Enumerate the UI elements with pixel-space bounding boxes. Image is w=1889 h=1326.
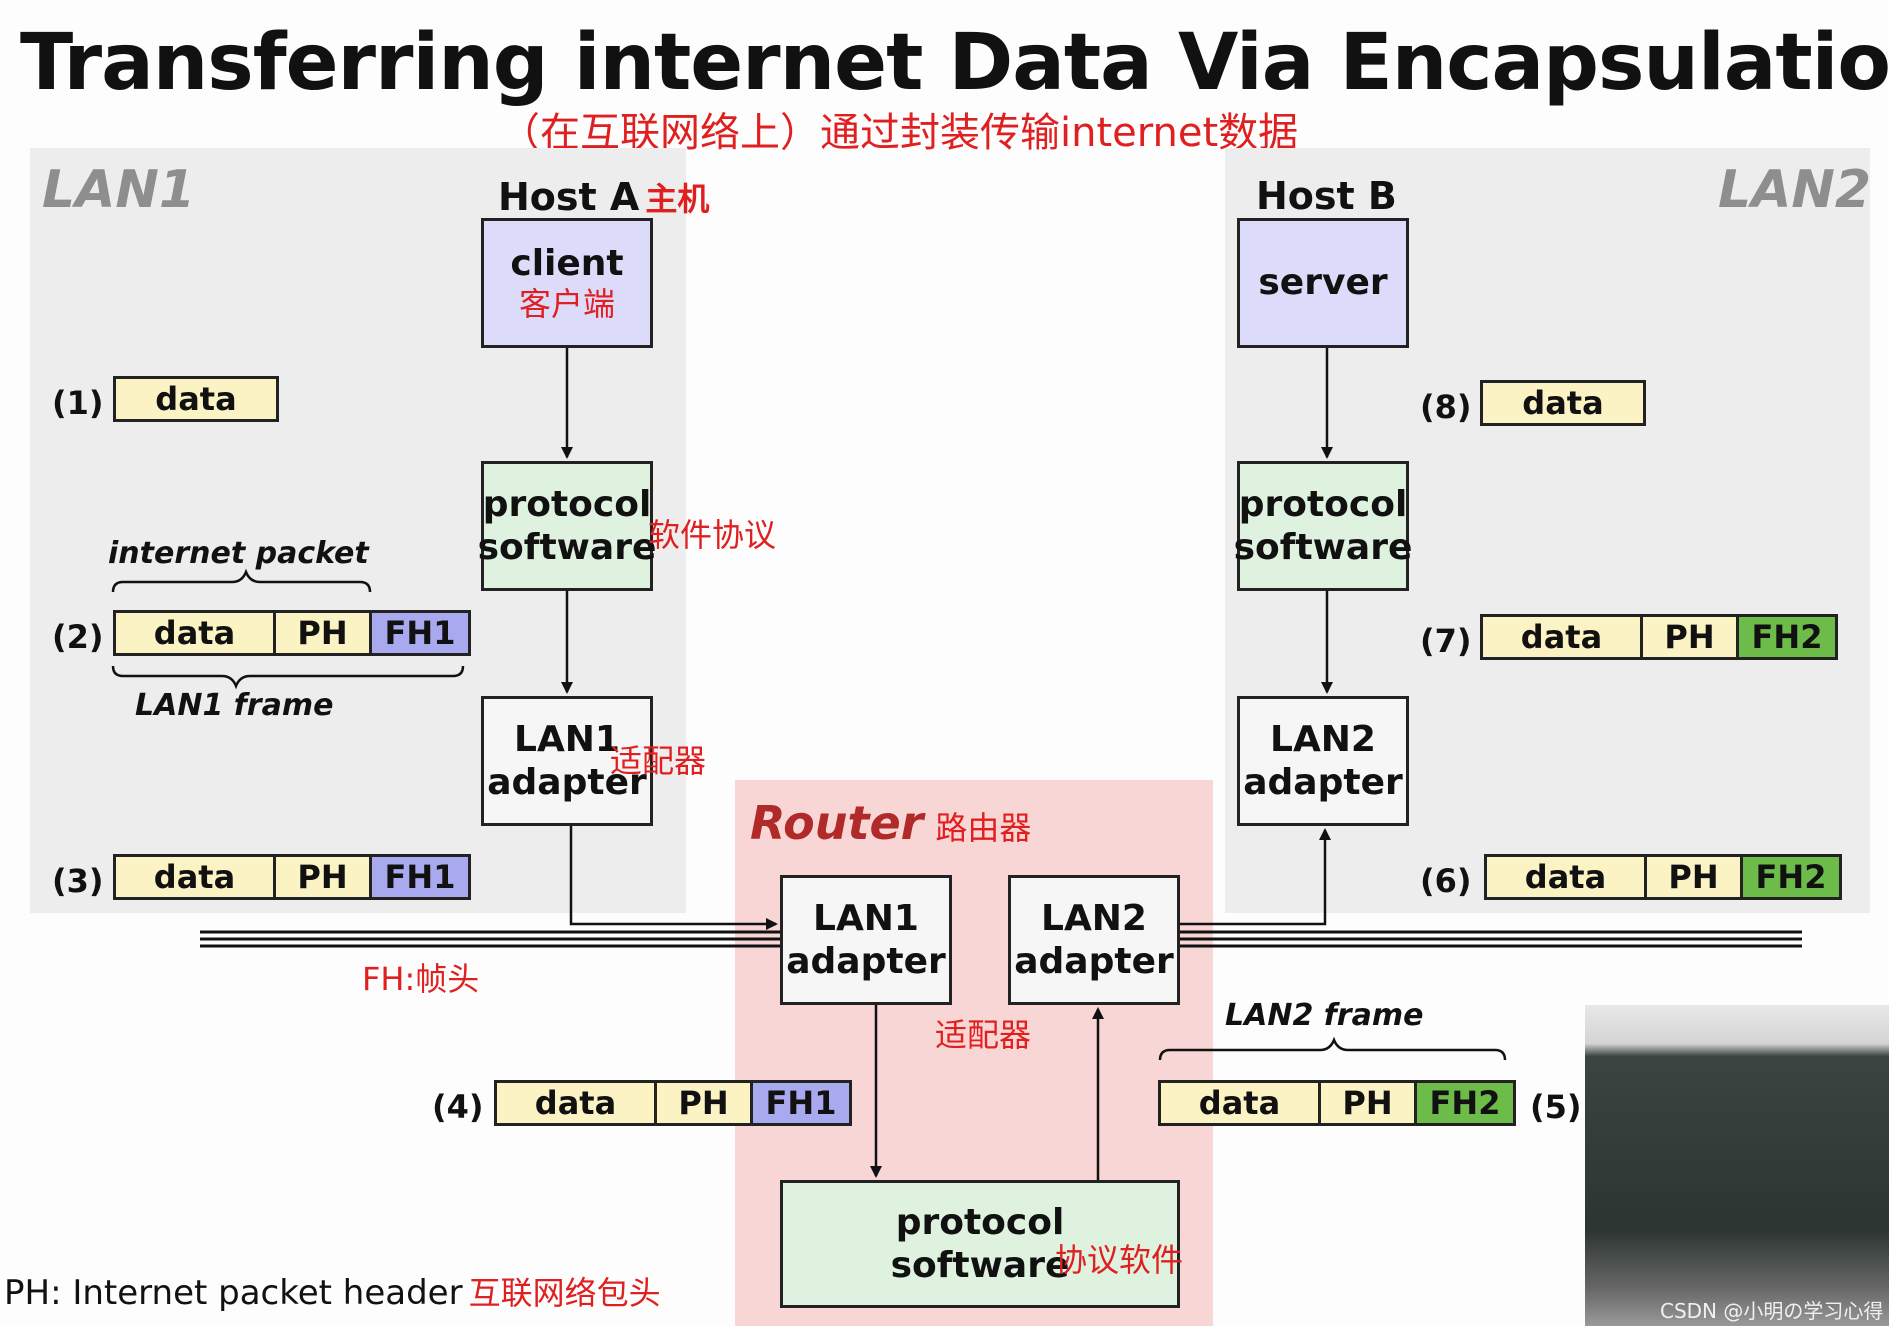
segment-ph: PH <box>1321 1083 1417 1123</box>
router-lan1-adapter: LAN1 adapter <box>780 875 952 1005</box>
segment-fh2: FH2 <box>1743 857 1839 897</box>
packet-step-8: data <box>1480 380 1646 426</box>
router-protocol-software: protocol software <box>780 1180 1180 1308</box>
protocol-software-b: protocol software <box>1234 461 1412 591</box>
lan1-frame-brace <box>111 665 465 690</box>
packet-step-7: data PH FH2 <box>1480 614 1838 660</box>
arrow-adapter-a-to-router <box>569 826 778 930</box>
segment-ph: PH <box>1643 617 1739 657</box>
router-adapter-note: 适配器 <box>935 1016 1032 1054</box>
segment-data: data <box>1483 383 1643 423</box>
internet-packet-brace <box>111 568 372 593</box>
packet-step-5: data PH FH2 <box>1158 1080 1516 1126</box>
protocol-b-line2: software <box>1233 527 1413 568</box>
step-1-label: (1) <box>52 384 104 422</box>
lan2-adapter-b-line2: adapter <box>1243 762 1403 803</box>
packet-step-4: data PH FH1 <box>494 1080 852 1126</box>
segment-ph: PH <box>276 857 372 897</box>
host-a-text: Host A <box>498 175 640 219</box>
segment-fh2: FH2 <box>1417 1083 1513 1123</box>
lan2-label: LAN2 <box>1718 160 1872 220</box>
client-note: 客户端 <box>518 285 615 324</box>
protocol-a-line1: protocol <box>482 483 652 525</box>
protocol-software-a: protocol software <box>478 461 656 591</box>
lan2-adapter-b: LAN2 adapter <box>1237 696 1409 826</box>
internet-packet-label: internet packet <box>108 536 369 571</box>
host-b-label: Host B <box>1256 174 1397 218</box>
router-label: Router <box>750 796 924 850</box>
segment-ph: PH <box>276 613 372 653</box>
lan1-adapter-a-line1: LAN1 <box>514 718 620 760</box>
server-box: server <box>1237 218 1409 348</box>
packet-step-3: data PH FH1 <box>113 854 471 900</box>
segment-ph: PH <box>1647 857 1743 897</box>
lan1-label: LAN1 <box>42 160 196 220</box>
router-protocol-note: 协议软件 <box>1055 1241 1184 1279</box>
segment-data: data <box>1487 857 1647 897</box>
segment-data: data <box>116 857 276 897</box>
host-a-note: 主机 <box>645 180 710 218</box>
router-lan2-line1: LAN2 <box>1041 897 1147 939</box>
packet-step-2: data PH FH1 <box>113 610 471 656</box>
router-note: 路由器 <box>935 809 1032 847</box>
lan1-bus <box>200 930 780 948</box>
step-3-label: (3) <box>52 862 104 900</box>
segment-data: data <box>1483 617 1643 657</box>
router-lan1-line1: LAN1 <box>813 897 919 939</box>
server-label: server <box>1258 262 1388 304</box>
step-6-label: (6) <box>1420 862 1472 900</box>
router-protocol-line2: software <box>890 1245 1070 1286</box>
ph-legend-text: PH: Internet packet header <box>4 1273 463 1313</box>
lan1-adapter-a-note: 适配器 <box>610 742 707 780</box>
segment-ph: PH <box>657 1083 753 1123</box>
page-title: Transferring internet Data Via Encapsula… <box>20 18 1889 108</box>
segment-fh1: FH1 <box>753 1083 849 1123</box>
lan2-frame-label: LAN2 frame <box>1225 998 1424 1033</box>
protocol-a-note: 软件协议 <box>648 516 777 554</box>
client-label: client <box>510 243 624 285</box>
lan2-bus <box>1180 930 1802 948</box>
watermark: CSDN @小明の学习心得 <box>1660 1299 1884 1323</box>
segment-fh1: FH1 <box>372 613 468 653</box>
packet-step-1: data <box>113 376 279 422</box>
ph-legend-note: 互联网络包头 <box>468 1274 661 1312</box>
router-lan1-line2: adapter <box>786 941 946 982</box>
lan1-adapter-a-line2: adapter <box>487 762 647 803</box>
step-5-label: (5) <box>1530 1088 1582 1126</box>
arrow-router-to-adapter-b <box>1180 828 1331 926</box>
lan1-frame-label: LAN1 frame <box>135 688 334 723</box>
router-protocol-line1: protocol <box>895 1201 1065 1243</box>
client-box: client 客户端 <box>481 218 653 348</box>
segment-fh2: FH2 <box>1739 617 1835 657</box>
lan2-frame-brace <box>1158 1036 1507 1061</box>
segment-data: data <box>497 1083 657 1123</box>
segment-data: data <box>116 379 276 419</box>
step-4-label: (4) <box>432 1088 484 1126</box>
lan2-adapter-b-line1: LAN2 <box>1270 718 1376 760</box>
lan1-adapter-a: LAN1 adapter <box>481 696 653 826</box>
router-lan2-line2: adapter <box>1014 941 1174 982</box>
step-8-label: (8) <box>1420 388 1472 426</box>
router-lan2-adapter: LAN2 adapter <box>1008 875 1180 1005</box>
step-2-label: (2) <box>52 618 104 656</box>
protocol-b-line1: protocol <box>1238 483 1408 525</box>
router-title: Router 路由器 <box>750 796 1031 850</box>
step-7-label: (7) <box>1420 622 1472 660</box>
segment-data: data <box>1161 1083 1321 1123</box>
segment-data: data <box>116 613 276 653</box>
protocol-a-line2: software <box>477 527 657 568</box>
lecture-video-thumbnail <box>1585 1005 1889 1326</box>
fh-note: FH:帧头 <box>362 960 480 998</box>
segment-fh1: FH1 <box>372 857 468 897</box>
packet-step-6: data PH FH2 <box>1484 854 1842 900</box>
